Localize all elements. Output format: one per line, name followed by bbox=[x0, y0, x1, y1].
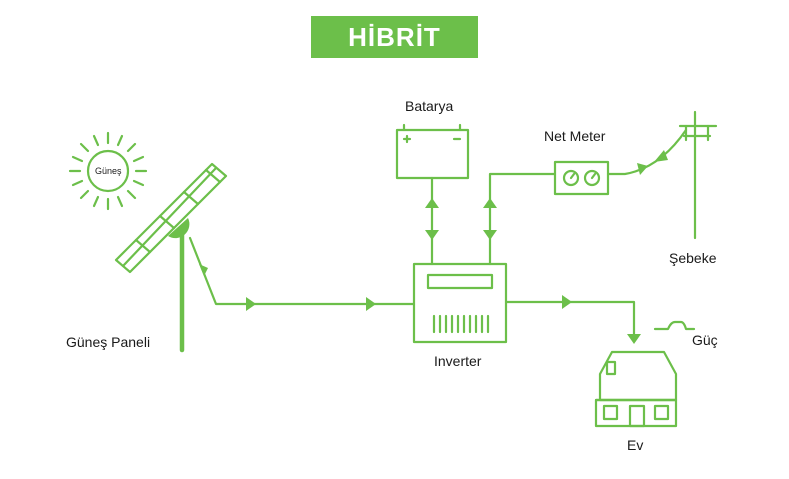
inverter-label: Inverter bbox=[434, 353, 482, 369]
sun-label: Güneş bbox=[95, 166, 122, 176]
house-label: Ev bbox=[627, 437, 644, 453]
diagram-title: HİBRİT bbox=[348, 21, 441, 52]
solar-panel-label: Güneş Paneli bbox=[66, 334, 151, 350]
arrow-to-meter bbox=[637, 163, 648, 175]
solar-panel-icon bbox=[114, 162, 228, 353]
grid-label: Şebeke bbox=[669, 250, 717, 266]
power-label: Güç bbox=[692, 332, 718, 348]
wire-battery-inverter bbox=[425, 176, 439, 266]
wire-netmeter-grid bbox=[606, 128, 688, 176]
net-meter-icon bbox=[553, 160, 610, 196]
utility-pole-icon bbox=[678, 110, 718, 240]
inverter-icon bbox=[412, 262, 508, 344]
house-icon bbox=[594, 350, 678, 428]
power-wave-icon bbox=[653, 320, 696, 331]
arrow-to-grid bbox=[654, 150, 668, 162]
battery-label: Batarya bbox=[405, 98, 454, 114]
sun-icon bbox=[68, 131, 148, 211]
title-banner: HİBRİT bbox=[311, 16, 478, 58]
battery-icon bbox=[395, 123, 470, 180]
arrow-panel-right-1 bbox=[246, 297, 256, 311]
wire-inverter-netmeter bbox=[483, 172, 557, 266]
arrow-panel-right-2 bbox=[366, 297, 376, 311]
wire-inverter-house bbox=[504, 295, 641, 344]
wire-panel-to-inverter bbox=[188, 236, 416, 311]
arrow-panel-down bbox=[199, 264, 208, 276]
net-meter-label: Net Meter bbox=[544, 128, 606, 144]
